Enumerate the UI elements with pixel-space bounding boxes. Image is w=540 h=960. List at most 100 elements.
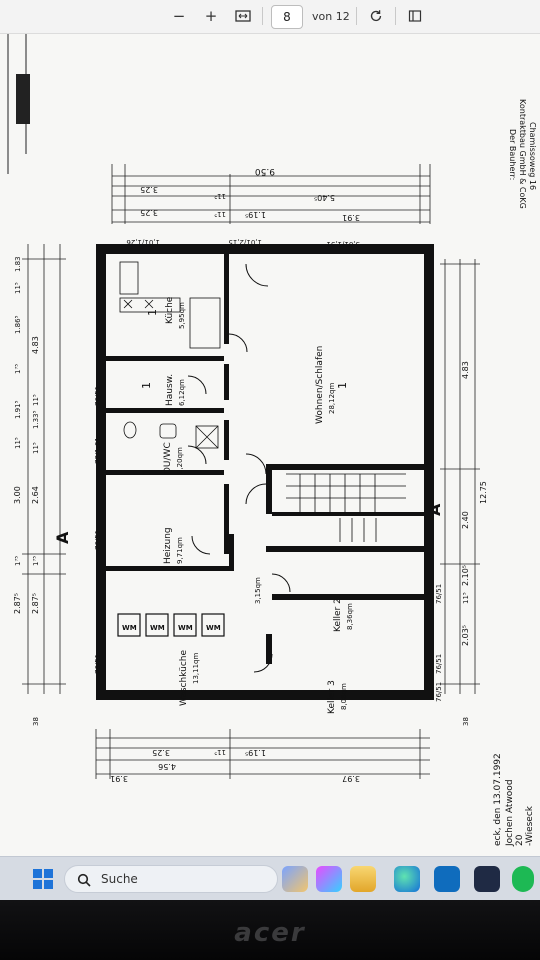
kitchen-fixtures (119, 261, 221, 349)
opening-label: 76/51 (94, 654, 102, 674)
opening-label: 76/51 (435, 654, 443, 674)
dim-label: 11⁵ (14, 437, 22, 449)
dim-label: 2.87⁵ (31, 593, 40, 614)
opening-label: 76/51 (94, 386, 102, 406)
room-labels: Küche 5,95qm 1 Hausw. 6,12qm 1 DU/WC 8,2… (140, 296, 354, 714)
client-address: Chamissoweg 16 (528, 122, 537, 190)
room-area-kitchen: 5,95qm (178, 302, 186, 329)
dim-label: 1.19⁵ (245, 210, 266, 219)
floor-plan-walls (96, 244, 434, 700)
laptop-brand-logo: acer (234, 918, 306, 948)
dim-label: 1⁷⁵ (32, 556, 40, 566)
room-area-waschkueche: 13,11qm (192, 653, 200, 684)
dim-label: 11⁵ (14, 282, 22, 294)
left-dimension-chain (22, 244, 66, 694)
dim-label: 1⁷⁵ (14, 556, 22, 566)
wm-label: WM (178, 624, 193, 632)
pdf-toolbar: − + 8 von 12 (0, 0, 540, 34)
room-name-waschkueche: Waschküche (179, 650, 189, 706)
room-name-kitchen: Küche (165, 296, 175, 324)
widgets-app[interactable] (282, 866, 308, 892)
dim-label: 11⁵ (32, 394, 40, 406)
store-app[interactable] (474, 866, 500, 892)
dim-label: 1.83 (14, 256, 22, 272)
page-view-icon (408, 10, 422, 22)
footer-place: -Wieseck (525, 805, 535, 846)
edge-browser-app[interactable] (394, 866, 420, 892)
dim-label: 2.03⁵ (461, 625, 470, 646)
toolbar-divider (356, 7, 357, 25)
room-area-keller2: 8,36qm (346, 603, 354, 630)
room-name-hausw: Hausw. (165, 374, 175, 406)
door-swings (187, 263, 291, 673)
opening-label: 3,01/1,51 (326, 240, 360, 248)
footer-name: Jochen Atwood (505, 779, 515, 847)
dim-label: 5.40⁵ (314, 193, 335, 202)
laptop-bezel (0, 900, 540, 960)
opening-label: 1,01/2,15 (228, 238, 262, 246)
dim-label: 1.86⁵ (14, 315, 22, 334)
client-name: Kontraktbau GmbH & CoKG (518, 99, 527, 209)
opening-label: 78/1,01 (94, 437, 102, 464)
zoom-in-button[interactable]: + (204, 7, 218, 25)
page-view-button[interactable] (405, 5, 425, 27)
title-stamp (16, 74, 30, 124)
wall-label: 38 (32, 717, 40, 726)
dim-label: 2.87⁵ (13, 593, 22, 614)
search-label: Suche (101, 872, 138, 886)
dim-label: 1.91⁵ (14, 400, 22, 419)
windows-taskbar: Suche (0, 856, 540, 900)
room-name-duwc: DU/WC (163, 442, 173, 474)
dim-label: 11⁵ (462, 592, 470, 604)
dim-label: 1⁷⁵ (14, 364, 22, 374)
outlook-app[interactable] (434, 866, 460, 892)
dim-label: 11⁵ (214, 192, 226, 200)
dim-label: 4.83 (461, 361, 470, 379)
start-button[interactable] (32, 868, 54, 890)
page-number-input[interactable]: 8 (271, 5, 303, 29)
toolbar-divider (262, 7, 263, 25)
file-explorer-app[interactable] (350, 866, 376, 892)
taskbar-search[interactable]: Suche (64, 865, 278, 893)
dim-label: 3.25 (152, 748, 170, 757)
room-name-keller2: Keller 2 (333, 598, 343, 632)
room-area-duwc: 8,20qm (176, 447, 184, 474)
room-area-hausw: 6,12qm (178, 379, 186, 406)
search-icon (77, 873, 91, 887)
floor-plan-drawing: 9.50 3.25 3.25 11⁵ 11⁵ 1.19⁵ 5.40⁵ 3.91 … (7, 34, 537, 847)
dim-label: 1.33⁵ (32, 410, 40, 429)
rotate-button[interactable] (366, 5, 386, 27)
room-area-wohnen: 28,12qm (328, 383, 336, 414)
bathroom-fixtures (123, 421, 219, 449)
fit-page-button[interactable] (233, 5, 253, 27)
copilot-app[interactable] (316, 866, 342, 892)
opening-label: 1,01/1,26 (126, 238, 160, 246)
dim-label: 3.25 (140, 208, 158, 217)
toolbar-divider (395, 7, 396, 25)
zoom-out-button[interactable]: − (172, 7, 186, 25)
dim-label: 9.50 (255, 166, 275, 176)
room-number-kitchen: 1 (146, 309, 159, 316)
dim-label: 3.97 (342, 774, 360, 783)
rotate-icon (370, 10, 382, 22)
washing-machines (117, 613, 225, 637)
dim-label: 12.75 (479, 481, 488, 504)
dim-label: 1.19⁵ (245, 748, 266, 757)
staircase (286, 473, 406, 542)
room-name-heizung: Heizung (163, 527, 173, 564)
screen: − + 8 von 12 (0, 0, 540, 900)
opening-label: 76/51 (435, 682, 443, 702)
room-number-duwc: 1 (140, 469, 153, 476)
wm-label: WM (206, 624, 221, 632)
dim-label: 2.40 (461, 511, 470, 529)
spotify-app[interactable] (512, 866, 534, 892)
dim-label: 3.91 (342, 213, 360, 222)
page-total: von 12 (312, 10, 350, 23)
opening-label: 76/51 (435, 584, 443, 604)
room-number-wohnen: 1 (336, 382, 349, 389)
room-name-wohnen: Wohnen/Schlafen (315, 346, 325, 424)
lower-dimension-chain (95, 729, 430, 779)
dim-label: 3.00 (13, 486, 22, 504)
dim-label: 2.10⁵ (461, 565, 470, 586)
room-area-heizung: 9,71qm (176, 537, 184, 564)
